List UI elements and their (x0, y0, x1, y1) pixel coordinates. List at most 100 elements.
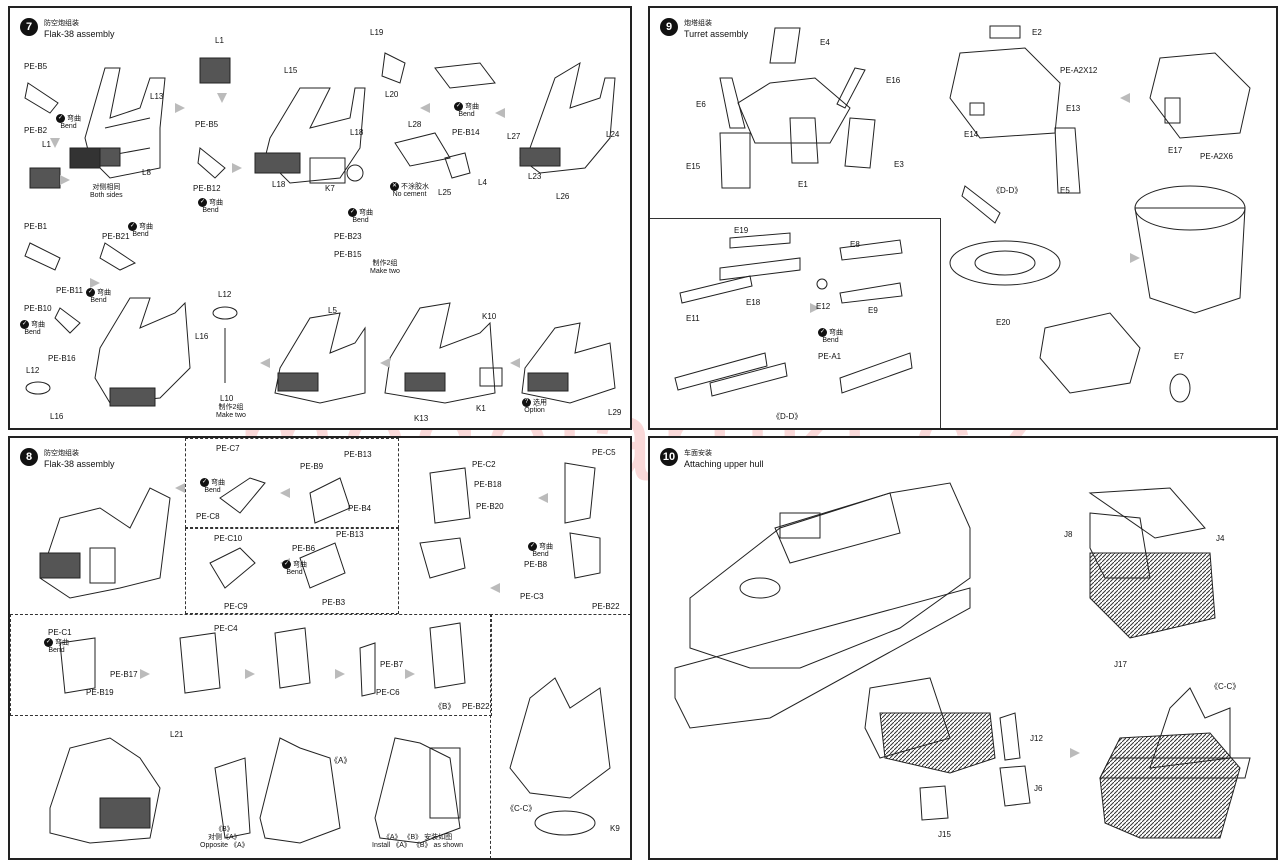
part-label: PE-C9 (224, 602, 248, 611)
check-icon: ✓ (528, 542, 537, 551)
detail-box (185, 528, 399, 614)
step-9-header: 9 炮塔组装 Turret assembly (660, 18, 748, 40)
part-label: PE-B5 (24, 62, 48, 71)
part-label: PE-B9 (300, 462, 324, 471)
check-icon: ✓ (20, 320, 29, 329)
part-label: PE-B1 (24, 222, 48, 231)
part-label: E14 (964, 130, 979, 139)
check-icon: ✓ (56, 114, 65, 123)
part-label: L25 (438, 188, 452, 197)
part-label: PE-B17 (110, 670, 138, 679)
part-label: K1 (476, 404, 486, 413)
part-label: PE-C7 (216, 444, 240, 453)
part-label: E9 (868, 306, 878, 315)
part-label: E16 (886, 76, 901, 85)
part-label: L12 (218, 290, 232, 299)
part-label: PE-B7 (380, 660, 404, 669)
check-icon: ✓ (128, 222, 137, 231)
section-ref: 《C-C》 (1210, 682, 1241, 691)
part-label: K9 (610, 824, 620, 833)
section-ref: 《B》 (434, 702, 456, 711)
section-ref: 《D-D》 (992, 186, 1023, 195)
part-label: PE-B2 (24, 126, 48, 135)
check-icon: ✓ (348, 208, 357, 217)
check-icon: ✓ (200, 478, 209, 487)
part-label: PE-B14 (452, 128, 480, 137)
section-ref: 《D-D》 (772, 412, 803, 421)
part-label: PE-C4 (214, 624, 238, 633)
part-label: PE-B22 (592, 602, 620, 611)
part-label: L12 (26, 366, 40, 375)
part-label: PE-B13 (344, 450, 372, 459)
part-label: L24 (606, 130, 620, 139)
part-label: PE-B23 (334, 232, 362, 241)
check-icon: ✓ (86, 288, 95, 297)
part-label: L27 (507, 132, 521, 141)
part-label: E17 (1168, 146, 1183, 155)
part-label: E3 (894, 160, 904, 169)
step-title: Flak-38 assembly (44, 29, 115, 39)
part-label: L19 (370, 28, 384, 37)
part-label: E8 (850, 240, 860, 249)
part-label: J17 (1114, 660, 1127, 669)
option-icon: ? (522, 398, 531, 407)
part-label: PE-B20 (476, 502, 504, 511)
part-label: L18 (350, 128, 364, 137)
check-icon: ✓ (44, 638, 53, 647)
step-title-cn: 防空炮组装 (44, 450, 79, 457)
detail-box (490, 614, 630, 858)
part-label: PE-B15 (334, 250, 362, 259)
part-label: L1 (42, 140, 51, 149)
section-ref: 《C-C》 (506, 804, 537, 813)
detail-box (185, 438, 399, 528)
part-label: K7 (325, 184, 335, 193)
part-label: E12 (816, 302, 831, 311)
part-label: L15 (284, 66, 298, 75)
section-ref: 《A》 (330, 756, 352, 765)
check-icon: ✓ (198, 198, 207, 207)
part-label: E4 (820, 38, 830, 47)
part-label: PE-C2 (472, 460, 496, 469)
part-label: PE-B6 (292, 544, 316, 553)
part-label: J4 (1216, 534, 1225, 543)
part-label: PE-B10 (24, 304, 52, 313)
part-label: PE-B4 (348, 504, 372, 513)
step-title-cn: 防空炮组装 (44, 20, 79, 27)
check-icon: ✓ (818, 328, 827, 337)
check-icon: ✓ (454, 102, 463, 111)
part-label: L28 (408, 120, 422, 129)
no-cement-icon: ✕ (390, 182, 399, 191)
part-label: L16 (195, 332, 209, 341)
part-label: K10 (482, 312, 497, 321)
part-label: L5 (328, 306, 337, 315)
detail-box (10, 614, 492, 716)
part-label: L13 (150, 92, 164, 101)
part-label: PE-A2X6 (1200, 152, 1233, 161)
part-label: E15 (686, 162, 701, 171)
part-label: PE-B12 (193, 184, 221, 193)
part-label: J15 (938, 830, 951, 839)
part-label: PE-B11 (56, 286, 83, 295)
step-number: 9 (660, 18, 678, 36)
step-title-cn: 炮塔组装 (684, 20, 712, 27)
step-7-panel: 7 防空炮组装 Flak-38 assembly (8, 6, 632, 430)
step-title-cn: 车面安装 (684, 450, 712, 457)
part-label: L20 (385, 90, 399, 99)
part-label: E6 (696, 100, 706, 109)
part-label: J6 (1034, 784, 1043, 793)
step-8-header: 8 防空炮组装 Flak-38 assembly (20, 448, 115, 470)
opposite-note: 《B》对侧《A》Opposite 《A》 (200, 826, 249, 849)
part-label: L23 (528, 172, 542, 181)
